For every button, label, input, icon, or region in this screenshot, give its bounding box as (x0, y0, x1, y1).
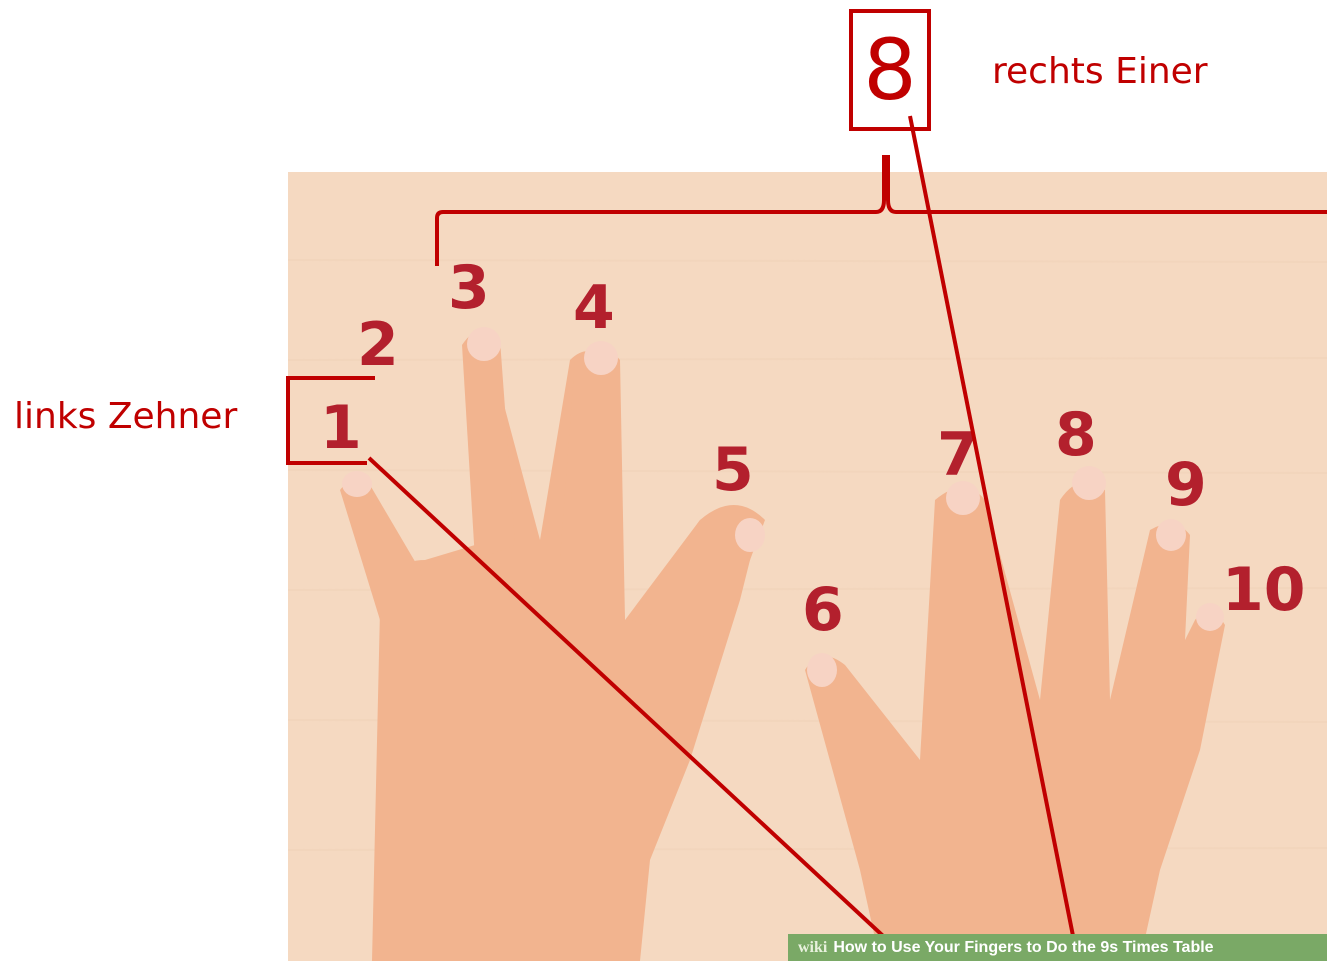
result-digit-box: 8 (849, 9, 931, 131)
caption-text: How to Use Your Fingers to Do the 9s Tim… (833, 939, 1213, 956)
ones-label: rechts Einer (992, 54, 1208, 90)
finger-number-2: 2 (357, 310, 399, 380)
image-caption-bar: wiki How to Use Your Fingers to Do the 9s… (788, 934, 1327, 961)
finger-number-3: 3 (448, 253, 490, 323)
finger-number-10: 10 (1222, 555, 1306, 625)
finger-number-1: 1 (320, 393, 362, 463)
tens-label: links Zehner (14, 399, 237, 435)
finger-number-8: 8 (1055, 400, 1097, 470)
finger-number-5: 5 (712, 435, 754, 505)
finger-number-9: 9 (1165, 450, 1207, 520)
finger-number-4: 4 (573, 273, 615, 343)
caption-brand: wiki (798, 939, 827, 956)
finger-number-6: 6 (802, 575, 844, 645)
